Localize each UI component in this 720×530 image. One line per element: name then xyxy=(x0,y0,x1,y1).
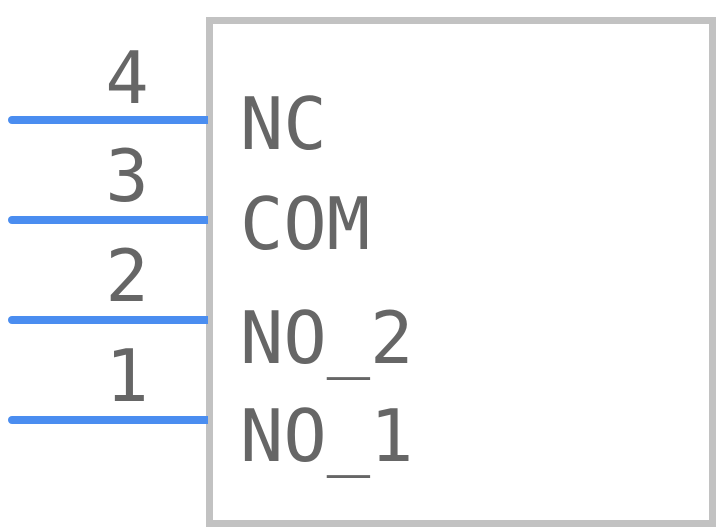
pin-number-2: 2 xyxy=(105,234,149,318)
pin-name-com: COM xyxy=(240,182,371,266)
pin-name-nc: NC xyxy=(240,82,327,166)
pin-name-no-2: NO_2 xyxy=(240,296,414,380)
pin-line-3 xyxy=(8,216,208,224)
pin-number-4: 4 xyxy=(105,36,149,120)
pin-number-1: 1 xyxy=(105,334,149,418)
pin-line-1 xyxy=(8,416,208,424)
pin-name-no-1: NO_1 xyxy=(240,394,414,478)
component-body xyxy=(206,17,716,527)
pin-line-4 xyxy=(8,116,208,124)
pin-number-3: 3 xyxy=(105,134,149,218)
pin-line-2 xyxy=(8,316,208,324)
